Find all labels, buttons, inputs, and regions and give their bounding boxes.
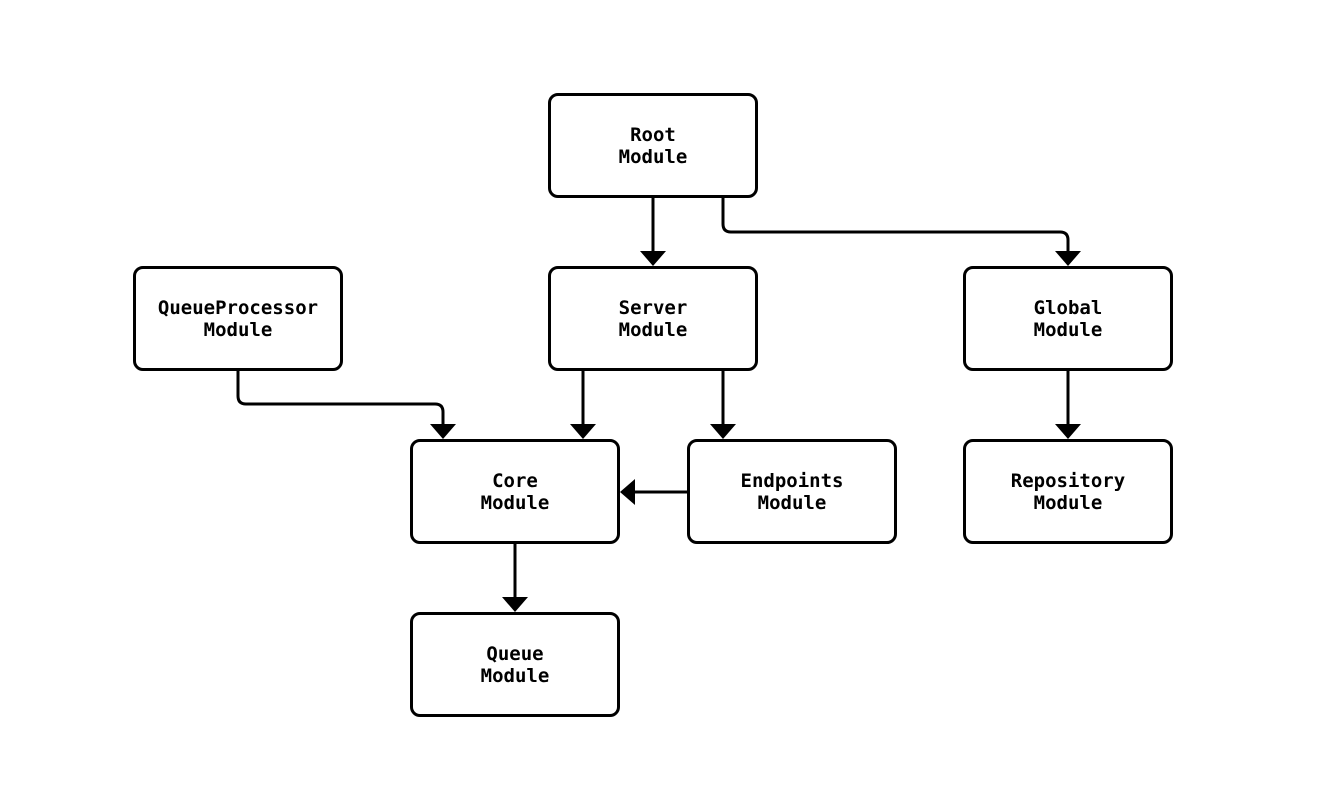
node-label-line: Module [1033,318,1103,341]
edge-queueprocessor-to-core [236,371,456,439]
node-label-line: Global [1033,296,1103,319]
node-label: Repository Module [1011,470,1125,514]
node-label-line: Repository [1010,469,1126,492]
edge-root-to-server [640,198,666,266]
edge-server-to-endpoints [710,371,736,439]
node-label-line: Module [1033,491,1103,514]
node-label-line: QueueProcessor [157,296,319,319]
node-label-line: Root [630,123,676,146]
node-repository-module: Repository Module [963,439,1173,544]
node-label-line: Module [480,664,550,687]
edge-global-to-repository [1055,371,1081,439]
node-label-line: Module [480,491,550,514]
node-label: Global Module [1034,297,1103,341]
node-endpoints-module: Endpoints Module [687,439,897,544]
node-label: Server Module [619,297,688,341]
node-label: QueueProcessor Module [158,297,318,341]
node-server-module: Server Module [548,266,758,371]
node-core-module: Core Module [410,439,620,544]
edge-root-to-global [721,198,1081,266]
node-label: Root Module [619,124,688,168]
node-label-line: Module [618,318,688,341]
node-label: Core Module [481,470,550,514]
node-queueprocessor-module: QueueProcessor Module [133,266,343,371]
node-label-line: Module [757,491,827,514]
edge-core-to-queue [502,544,528,612]
node-label: Queue Module [481,643,550,687]
node-label-line: Queue [486,642,544,665]
edge-endpoints-to-core [620,479,687,505]
node-queue-module: Queue Module [410,612,620,717]
node-global-module: Global Module [963,266,1173,371]
node-label: Endpoints Module [741,470,844,514]
node-label-line: Endpoints [740,469,844,492]
node-label-line: Module [203,318,273,341]
node-label-line: Core [492,469,538,492]
node-label-line: Module [618,145,688,168]
node-label-line: Server [618,296,688,319]
node-root-module: Root Module [548,93,758,198]
edge-server-to-core [570,371,596,439]
